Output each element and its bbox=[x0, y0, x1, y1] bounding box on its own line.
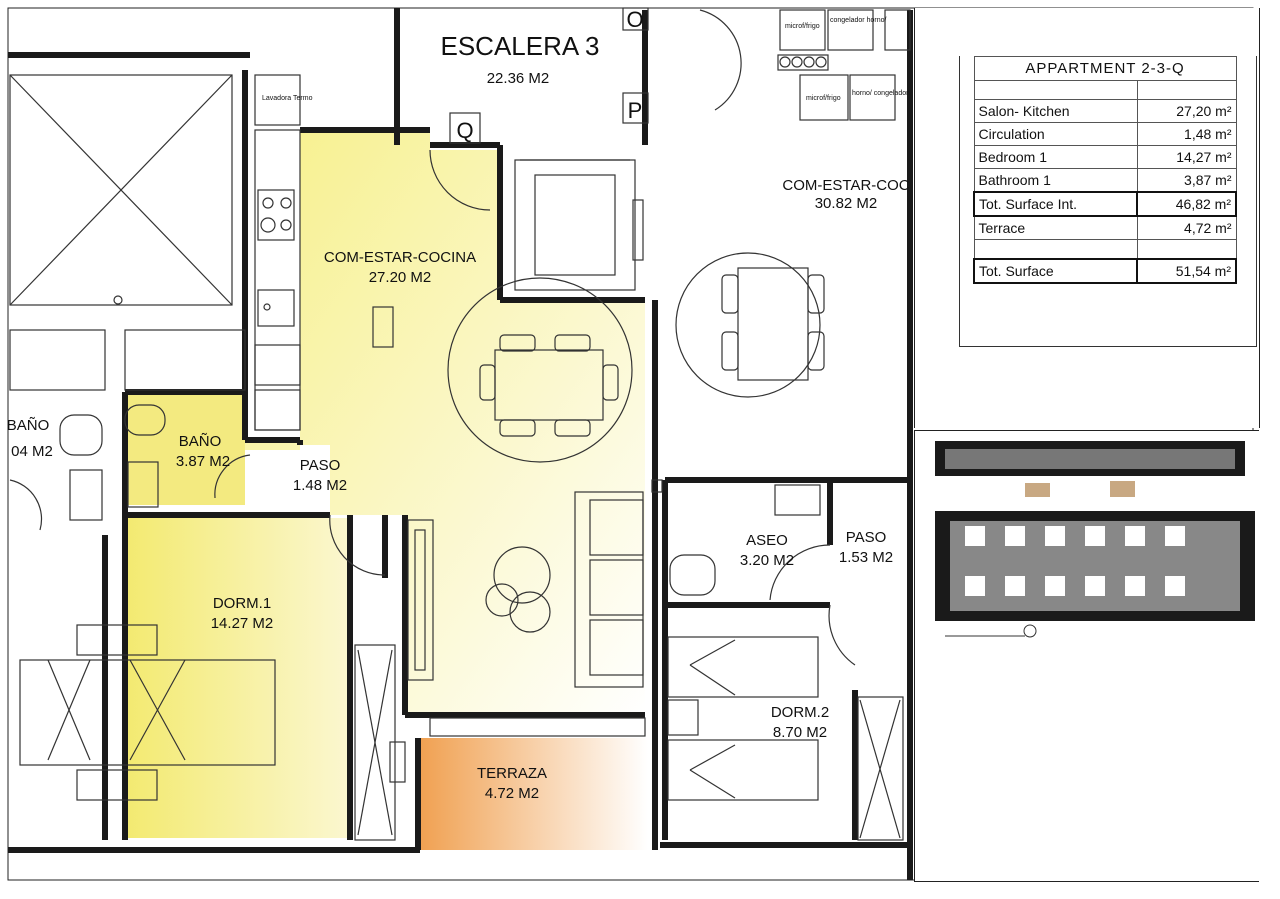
skylight-void bbox=[9, 74, 233, 306]
dining-circle bbox=[447, 277, 633, 463]
wardrobe-right bbox=[857, 696, 904, 841]
appliance-label-congelador: congelador horno/ bbox=[830, 17, 886, 24]
marker-q: Q bbox=[456, 118, 473, 143]
washer-box bbox=[254, 74, 301, 126]
living-name: COM-ESTAR-COCINA bbox=[324, 249, 476, 266]
key-plan-panel bbox=[914, 430, 1259, 882]
bedroom2-area: 8.70 M2 bbox=[773, 724, 827, 741]
dining-circle-right bbox=[675, 252, 821, 398]
o-box bbox=[622, 7, 649, 31]
living-area: 27.20 M2 bbox=[369, 269, 432, 286]
marker-o: O bbox=[626, 7, 643, 32]
bedroom2-name: DORM.2 bbox=[771, 704, 829, 721]
appliance-label-lavadora: Lavadora Termo bbox=[262, 95, 313, 102]
bathroom-left-name: BAÑO bbox=[7, 417, 50, 434]
appliance-label-horno: horno/ congelador bbox=[852, 90, 909, 97]
elevator-shaft bbox=[514, 159, 636, 291]
table-title: APPARTMENT 2-3-Q bbox=[973, 56, 1237, 81]
living-right-area: 30.82 M2 bbox=[815, 195, 878, 212]
single-bed-1 bbox=[667, 636, 819, 698]
toilet-name: ASEO bbox=[746, 532, 788, 549]
apartment-fill bbox=[125, 130, 648, 850]
corridor-right-name: PASO bbox=[846, 529, 887, 546]
table-row-total-int: Tot. Surface Int.46,82 m² bbox=[972, 191, 1237, 217]
single-bed-2 bbox=[667, 739, 819, 801]
living-right-name: COM-ESTAR-COC bbox=[782, 177, 909, 194]
corridor-right-area: 1.53 M2 bbox=[839, 549, 893, 566]
q-box bbox=[449, 112, 481, 144]
p-box bbox=[622, 92, 649, 124]
double-bed bbox=[19, 659, 276, 766]
toilet-area: 3.20 M2 bbox=[740, 552, 794, 569]
corridor-area: 1.48 M2 bbox=[293, 477, 347, 494]
appliance-label-microfridge: microf/frigo bbox=[785, 23, 820, 30]
stair-area: 22.36 M2 bbox=[487, 70, 550, 87]
tv-unit bbox=[407, 519, 434, 681]
terrace-name: TERRAZA bbox=[477, 765, 547, 782]
appliance-label-micro2: microf/frigo bbox=[806, 95, 841, 102]
walls bbox=[8, 8, 913, 880]
cooktop bbox=[257, 189, 295, 241]
bathroom-left-area: 04 M2 bbox=[11, 443, 53, 460]
column bbox=[372, 306, 394, 348]
marker-p: P bbox=[628, 98, 643, 123]
corridor-name: PASO bbox=[300, 457, 341, 474]
table-frame bbox=[959, 56, 1257, 347]
bedroom1-name: DORM.1 bbox=[213, 595, 271, 612]
sink bbox=[257, 289, 295, 327]
bedroom1-area: 14.27 M2 bbox=[211, 615, 274, 632]
terrace-area: 4.72 M2 bbox=[485, 785, 539, 802]
stair-name: ESCALERA 3 bbox=[441, 31, 600, 61]
key-plan-image bbox=[935, 441, 1255, 638]
bathroom-area: 3.87 M2 bbox=[176, 453, 230, 470]
bathroom-name: BAÑO bbox=[179, 433, 222, 450]
